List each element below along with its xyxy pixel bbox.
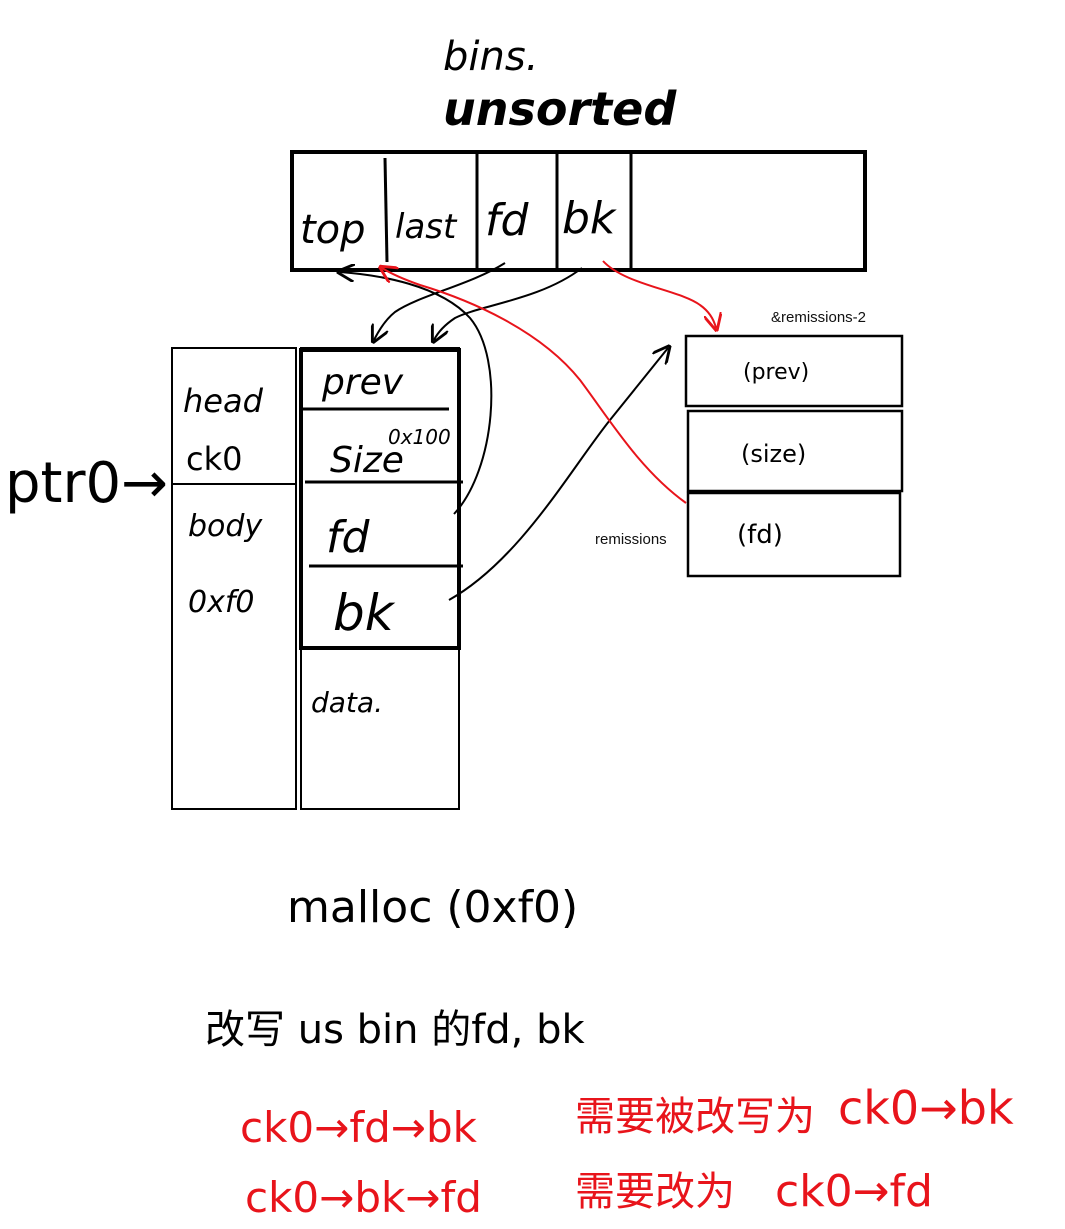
chunk-fields-column: prev Size 0x100 fd bk data. <box>299 347 463 810</box>
rewrite-note: 改写 us bin 的fd, bk <box>205 1007 585 1053</box>
red-note-line-2: ck0→bk→fd 需要改为 ck0→fd <box>245 1166 933 1222</box>
red-note-2-expr: ck0→bk→fd <box>245 1173 482 1222</box>
chunk-label-column <box>171 347 297 810</box>
chunk-header-fields-box <box>299 348 461 650</box>
chunk-size-value: 0x100 <box>388 425 451 449</box>
body-label: body <box>188 509 263 544</box>
chunk-size-field: Size <box>330 440 404 481</box>
target-prev-field: (prev) <box>743 360 809 385</box>
target-fd-field: (fd) <box>737 520 783 550</box>
rewritten-link-arrows <box>382 260 716 504</box>
ck0-label: ck0 <box>186 440 242 478</box>
bin-bk-to-chunk-arrow <box>434 267 583 340</box>
target-prev-box <box>684 334 904 408</box>
red-note-line-1: ck0→fd→bk 需要被改写为 ck0→bk <box>240 1081 1014 1152</box>
red-note-1-desc: 需要被改写为 <box>575 1094 815 1140</box>
chunk-bk-to-target-arrow <box>448 348 668 601</box>
bin-fd-to-chunk-arrow <box>374 262 506 340</box>
head-label: head <box>183 382 264 420</box>
target-fake-chunk: &remissions-2 remissions (prev) (size) (… <box>595 309 904 578</box>
target-label-top: &remissions-2 <box>771 309 866 326</box>
red-note-1-expr: ck0→fd→bk <box>240 1103 478 1152</box>
bin-divider-1 <box>383 157 389 263</box>
bin-bk-to-target-red-arrow <box>602 260 716 328</box>
ptr0-label: ptr0→ <box>5 451 168 516</box>
bin-cell-bk: bk <box>562 193 617 244</box>
unsorted-heading: unsorted <box>443 82 677 136</box>
chunk-fields-outline <box>300 347 460 810</box>
body-size-label: 0xf0 <box>188 585 255 620</box>
bin-cell-fd: fd <box>485 195 529 246</box>
chunk-fd-field: fd <box>326 512 370 563</box>
chunk-layout-column: head ck0 body 0xf0 <box>171 347 297 810</box>
bin-cell-top: top <box>300 207 366 253</box>
malloc-note: malloc (0xf0) <box>287 882 578 933</box>
target-fd-box <box>686 491 902 578</box>
red-note-2-desc: 需要改为 <box>575 1169 735 1215</box>
target-fd-to-bin-red-arrow <box>382 268 687 504</box>
red-note-2-value: ck0→fd <box>775 1166 933 1217</box>
chunk-prev-field: prev <box>321 362 404 403</box>
unsorted-bin-structure: top last fd bk <box>290 150 867 272</box>
chunk-bk-field: bk <box>333 584 396 642</box>
target-label-side: remissions <box>595 531 667 548</box>
target-size-box <box>686 409 904 493</box>
bin-cell-last: last <box>395 207 458 247</box>
chunk-data-field: data. <box>311 686 383 719</box>
target-size-field: (size) <box>741 440 806 468</box>
red-note-1-value: ck0→bk <box>838 1081 1014 1135</box>
bins-heading: bins. <box>443 34 538 80</box>
